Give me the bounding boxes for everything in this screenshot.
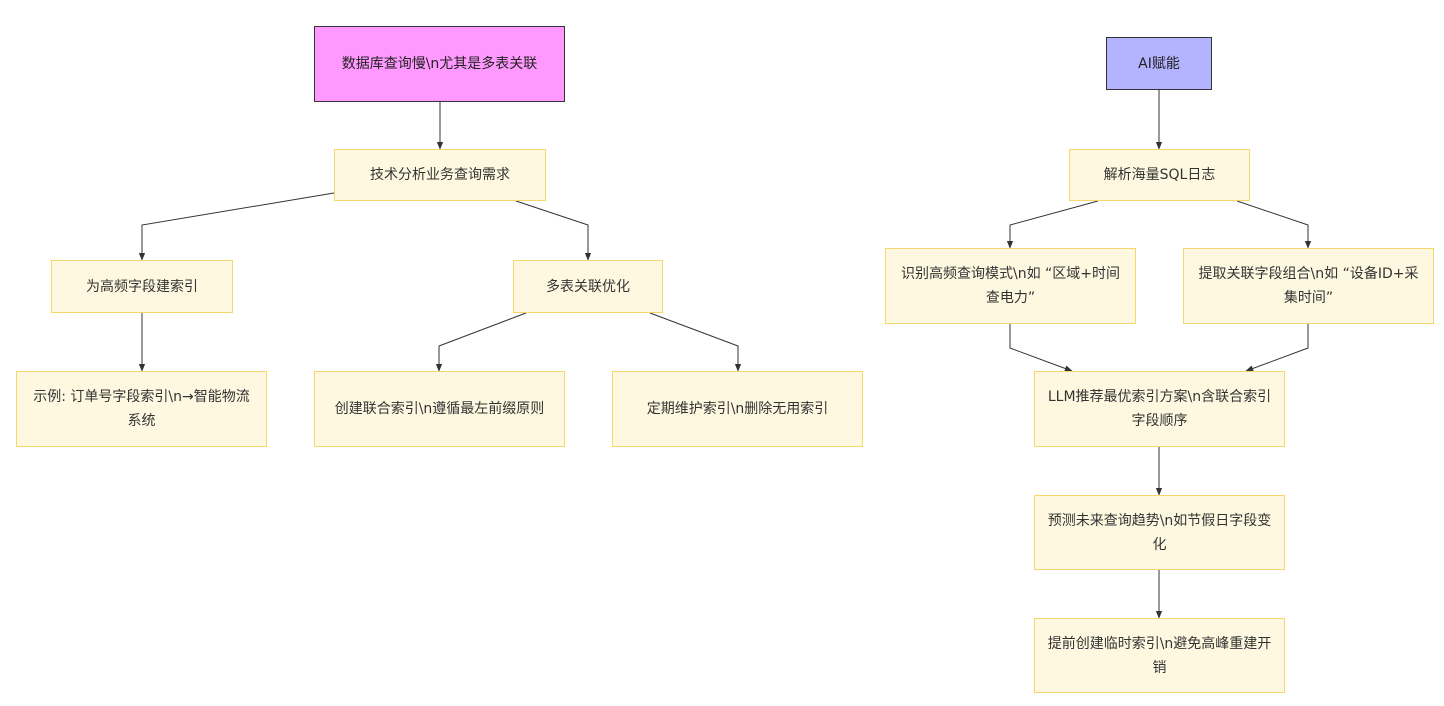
node-example-order-index: 示例: 订单号字段索引\n→智能物流系统 <box>16 371 267 447</box>
node-ai-empower: AI赋能 <box>1106 37 1212 90</box>
node-root-db-slow-label: 数据库查询慢\n尤其是多表关联 <box>341 56 538 72</box>
edge-multijoin-to-composite <box>435 312 527 372</box>
node-composite-index: 创建联合索引\n遵循最左前缀原则 <box>314 371 565 447</box>
node-analyze-business-query-label: 技术分析业务查询需求 <box>370 167 510 183</box>
node-preemptive-temp-index-label: 提前创建临时索引\n避免高峰重建开销 <box>1047 635 1272 676</box>
node-multi-join-optimize-label: 多表关联优化 <box>546 278 630 295</box>
node-root-db-slow: 数据库查询慢\n尤其是多表关联 <box>314 26 565 102</box>
edge-parse-to-extract <box>1236 200 1312 249</box>
node-llm-recommend-index-label: LLM推荐最优索引方案\n含联合索引字段顺序 <box>1047 389 1272 429</box>
node-preemptive-temp-index: 提前创建临时索引\n避免高峰重建开销 <box>1034 618 1285 693</box>
edge-multijoin-to-maintain <box>649 312 742 372</box>
node-llm-recommend-index: LLM推荐最优索引方案\n含联合索引字段顺序 <box>1034 371 1285 447</box>
node-index-high-freq-fields: 为高频字段建索引 <box>51 260 233 313</box>
node-index-high-freq-fields-label: 为高频字段建索引 <box>86 278 198 295</box>
node-predict-query-trends-label: 预测未来查询趋势\n如节假日字段变化 <box>1047 512 1272 553</box>
node-maintain-index: 定期维护索引\n删除无用索引 <box>612 371 863 447</box>
node-example-order-index-label: 示例: 订单号字段索引\n→智能物流系统 <box>33 389 250 429</box>
node-parse-sql-logs-label: 解析海量SQL日志 <box>1103 167 1216 183</box>
node-identify-query-patterns-label: 识别高频查询模式\n如 “区域+时间查电力” <box>900 266 1121 306</box>
node-extract-join-fields: 提取关联字段组合\n如 “设备ID+采集时间” <box>1183 248 1434 324</box>
edge-analysis-to-multijoin <box>515 200 592 261</box>
node-parse-sql-logs: 解析海量SQL日志 <box>1069 149 1250 201</box>
node-composite-index-label: 创建联合索引\n遵循最左前缀原则 <box>334 401 545 417</box>
node-identify-query-patterns: 识别高频查询模式\n如 “区域+时间查电力” <box>885 248 1136 324</box>
edge-parse-to-identify <box>1006 200 1099 249</box>
node-analyze-business-query: 技术分析业务查询需求 <box>334 149 546 201</box>
node-ai-empower-label: AI赋能 <box>1138 55 1180 72</box>
edge-extract-to-llm <box>1245 324 1309 372</box>
node-predict-query-trends: 预测未来查询趋势\n如节假日字段变化 <box>1034 495 1285 570</box>
edge-analysis-to-index <box>138 192 335 261</box>
edge-identify-to-llm <box>1009 324 1073 372</box>
node-multi-join-optimize: 多表关联优化 <box>513 260 663 313</box>
node-extract-join-fields-label: 提取关联字段组合\n如 “设备ID+采集时间” <box>1198 266 1419 306</box>
node-maintain-index-label: 定期维护索引\n删除无用索引 <box>646 401 829 417</box>
